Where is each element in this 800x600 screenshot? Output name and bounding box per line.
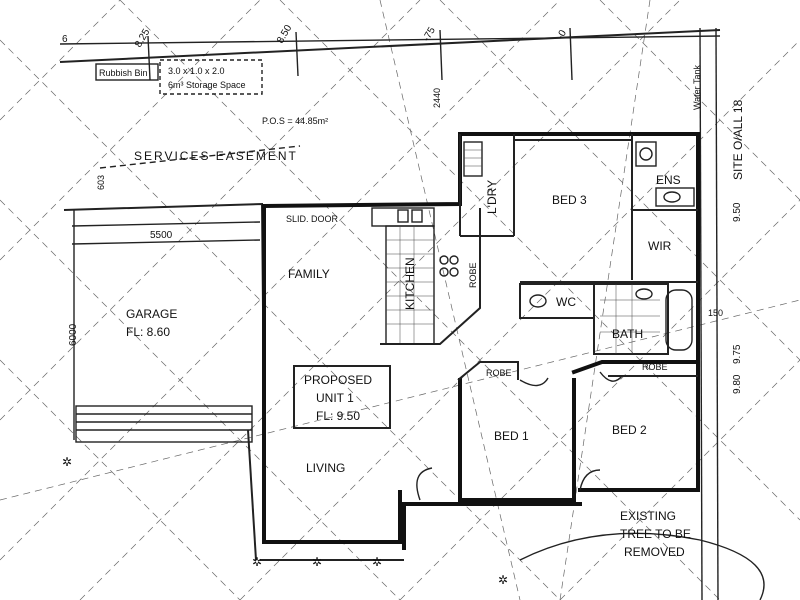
kitchen-label: KITCHEN	[403, 257, 417, 310]
svg-text:✲: ✲	[312, 555, 322, 569]
bed2-label: BED 2	[612, 423, 647, 437]
unit-box	[293, 365, 391, 429]
ldry-label: L'DRY	[485, 180, 499, 214]
svg-text:✲: ✲	[252, 555, 262, 569]
dim-site-all: SITE O/ALL 18	[731, 99, 745, 180]
tree-label-2: TREE TO BE	[620, 527, 691, 541]
rubbish-bin-label: Rubbish Bin	[99, 68, 148, 78]
unit-line1: PROPOSED	[304, 373, 372, 387]
svg-text:✲: ✲	[372, 555, 382, 569]
dim-easement-depth: 603	[96, 175, 106, 190]
wir-label: WIR	[648, 239, 672, 253]
bed1-label: BED 1	[494, 429, 529, 443]
dim-top-d: -0	[555, 28, 569, 42]
bed3-walls	[514, 134, 698, 283]
wc-label: WC	[556, 295, 576, 309]
robe-bed2-label: ROBE	[642, 362, 668, 372]
dim-980: 9.80	[732, 374, 743, 394]
dim-top-left: 6	[62, 34, 68, 45]
shrub-icons: ✲ ✲ ✲ ✲ ✲	[62, 455, 508, 587]
dim-garage-width: 5500	[150, 230, 173, 241]
family-label: FAMILY	[288, 267, 330, 281]
tree-outline	[519, 532, 765, 600]
laundry	[459, 134, 515, 237]
rubbish-bin-box	[95, 63, 159, 81]
garage-label: GARAGE	[126, 307, 177, 321]
wc-bath	[519, 283, 693, 355]
tree-label-1: EXISTING	[620, 509, 676, 523]
living-label: LIVING	[306, 461, 345, 475]
dim-950: 9.50	[732, 202, 743, 222]
easement-line	[99, 145, 301, 169]
unit-line3: FL: 9.50	[316, 409, 360, 423]
garage-fl: FL: 8.60	[126, 325, 170, 339]
svg-text:✲: ✲	[498, 573, 508, 587]
kitchen-counters	[371, 207, 481, 345]
tree-label-3: REMOVED	[624, 545, 685, 559]
storage-dims: 3.0 x 1.0 x 2.0	[168, 66, 225, 76]
robe-bed1-label: ROBE	[486, 368, 512, 378]
storage-space: 6m³ Storage Space	[168, 80, 246, 90]
top-boundary	[59, 27, 721, 600]
ens-label: ENS	[656, 173, 681, 187]
dim-top-a: 8.25	[133, 27, 152, 50]
dim-top-b: 8.50	[275, 23, 294, 46]
slid-door-label: SLID. DOOR	[286, 214, 339, 224]
robe-kitchen-label: ROBE	[468, 262, 478, 288]
services-easement-label: SERVICES EASEMENT	[134, 149, 298, 163]
svg-text:✲: ✲	[62, 455, 72, 469]
dim-garage-depth: 6000	[68, 323, 79, 346]
dim-storage-offset: 2440	[432, 88, 442, 108]
bath-label: BATH	[612, 327, 643, 341]
storage-box	[159, 59, 263, 95]
water-tank-label: Water Tank	[692, 64, 702, 110]
bed1-bed2-walls	[416, 360, 700, 502]
bed3-label: BED 3	[552, 193, 587, 207]
pos-label: P.O.S = 44.85m²	[262, 116, 328, 126]
dim-150: 150	[708, 308, 723, 318]
dim-top-c: -75	[421, 25, 438, 43]
unit-line2: UNIT 1	[316, 391, 354, 405]
exterior-walls	[247, 132, 700, 561]
dim-975: 9.75	[732, 344, 743, 364]
